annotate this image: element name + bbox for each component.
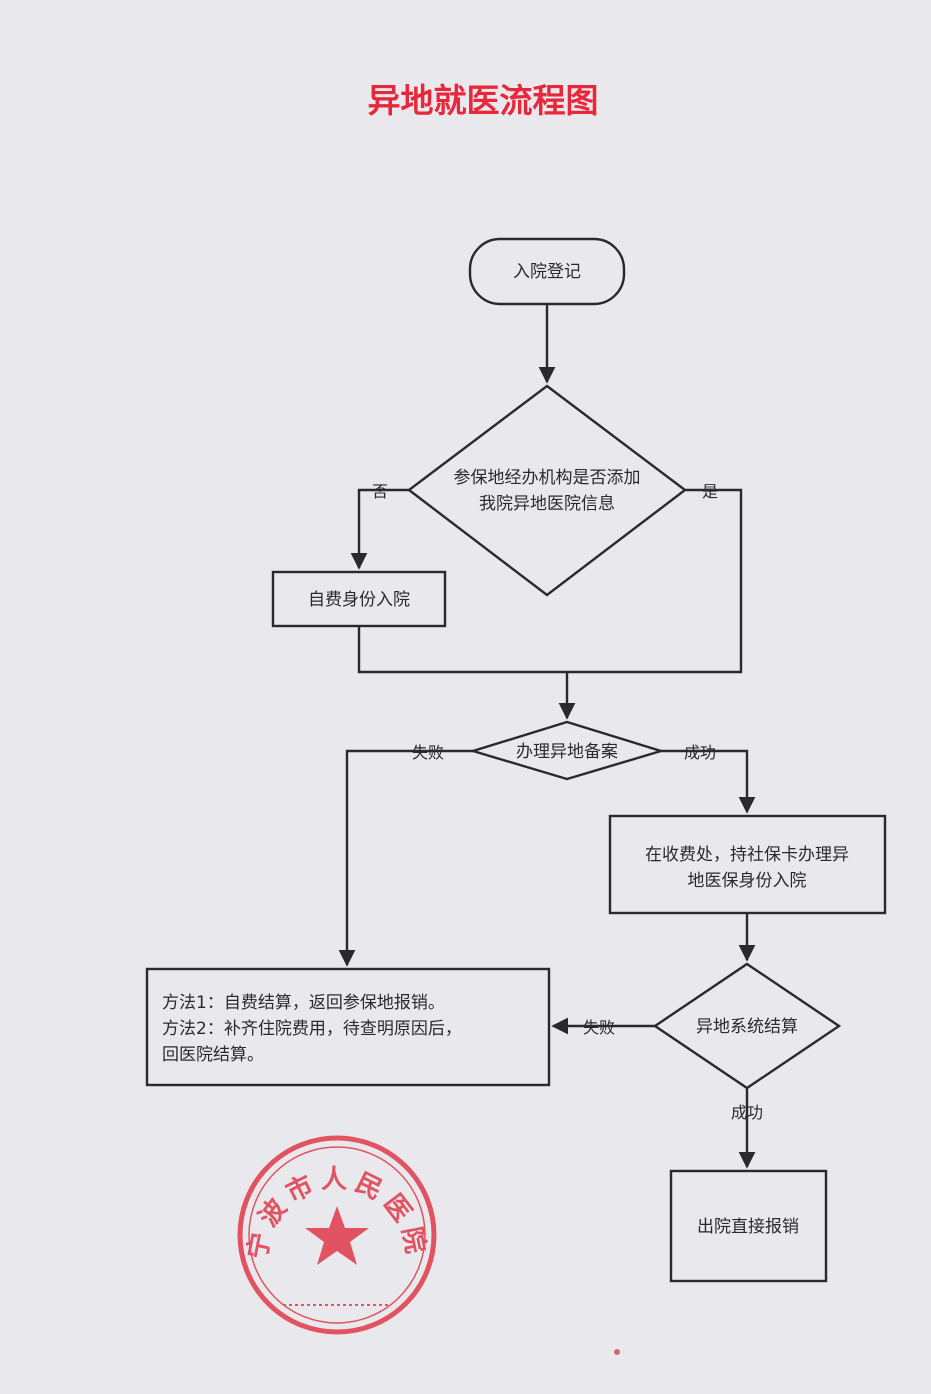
edge-label-filing-success: 成功	[684, 743, 716, 762]
edge-label-yes: 是	[702, 482, 718, 501]
edge-selfpay-to-merge	[357, 626, 567, 674]
node-insurance-admission: 在收费处，持社保卡办理异 地医保身份入院	[608, 814, 887, 915]
edge-decision-yes	[567, 488, 743, 674]
node-decision-settlement-label: 异地系统结算	[696, 1017, 798, 1037]
decision-hospital-added-line-1: 参保地经办机构是否添加	[454, 468, 641, 488]
ink-speck	[614, 1349, 620, 1355]
edge-filing-success	[661, 749, 756, 814]
hospital-seal: 宁波市人民医院	[237, 1135, 437, 1335]
node-discharge-label: 出院直接报销	[697, 1217, 799, 1237]
node-admission: 入院登记	[468, 237, 626, 306]
seal-star-icon	[305, 1206, 369, 1265]
edge-filing-fail	[338, 749, 473, 967]
node-self-pay-admission: 自费身份入院	[271, 570, 447, 628]
fallback-methods-line-3: 回医院结算。	[162, 1045, 264, 1065]
fallback-methods-line-2: 方法2：补齐住院费用，待查明原因后，	[162, 1019, 462, 1039]
edge-decision-no	[350, 488, 409, 570]
node-admission-label: 入院登记	[513, 262, 581, 282]
decision-hospital-added-line-2: 我院异地医院信息	[479, 494, 615, 514]
node-self-pay-admission-label: 自费身份入院	[308, 590, 410, 610]
node-discharge: 出院直接报销	[669, 1169, 828, 1283]
insurance-admission-line-2: 地医保身份入院	[688, 871, 807, 891]
page-title: 异地就医流程图	[368, 81, 599, 120]
edge-label-filing-fail: 失败	[412, 743, 444, 762]
node-decision-hospital-added: 参保地经办机构是否添加 我院异地医院信息	[407, 384, 687, 597]
node-decision-settlement: 异地系统结算	[652, 962, 842, 1090]
edge-label-settlement-success: 成功	[731, 1103, 763, 1122]
node-fallback-methods: 方法1：自费结算，返回参保地报销。 方法2：补齐住院费用，待查明原因后， 回医院…	[145, 967, 551, 1087]
edge-label-no: 否	[372, 482, 388, 501]
node-decision-filing: 办理异地备案	[468, 720, 666, 781]
node-decision-filing-label: 办理异地备案	[516, 742, 618, 762]
insurance-admission-line-1: 在收费处，持社保卡办理异	[645, 845, 849, 865]
edge-label-settlement-fail: 失败	[583, 1018, 615, 1037]
fallback-methods-line-1: 方法1：自费结算，返回参保地报销。	[162, 993, 445, 1013]
